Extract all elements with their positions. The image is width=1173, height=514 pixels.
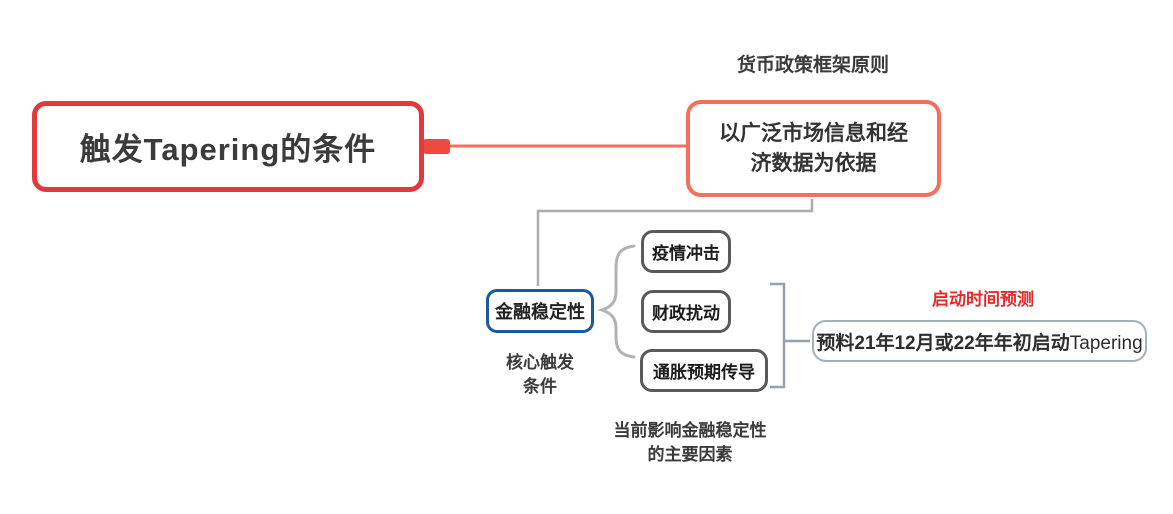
factor-label: 财政扰动 — [652, 304, 720, 323]
policy-node[interactable]: 以广泛市场信息和经 济数据为依据 — [686, 100, 941, 197]
timing-label-en: Tapering — [1069, 332, 1143, 354]
factor-label: 疫情冲击 — [652, 244, 720, 263]
timing-label-cn: 预料21年12月或22年年初启动 — [816, 332, 1070, 354]
factor-node-inflation[interactable]: 通胀预期传导 — [640, 349, 768, 392]
factors-note: 当前影响金融稳定性 的主要因素 — [570, 419, 810, 467]
square-bracket — [770, 282, 786, 389]
root-label: 触发Tapering的条件 — [79, 132, 377, 167]
stability-label: 金融稳定性 — [495, 302, 585, 322]
policy-label-line: 济数据为依据 — [750, 151, 877, 175]
timing-caption: 启动时间预测 — [932, 290, 1034, 309]
curly-brace — [597, 244, 636, 359]
policy-label-line: 以广泛市场信息和经 — [719, 121, 908, 145]
factor-node-pandemic[interactable]: 疫情冲击 — [641, 230, 731, 273]
timing-label: 预料21年12月或22年年初启动Tapering — [816, 328, 1142, 355]
stability-note: 核心触发 条件 — [470, 351, 610, 399]
factor-node-fiscal[interactable]: 财政扰动 — [641, 290, 731, 333]
root-node[interactable]: 触发Tapering的条件 — [32, 101, 424, 192]
policy-caption: 货币政策框架原则 — [736, 55, 889, 76]
root-connector-node — [423, 139, 450, 154]
timing-node[interactable]: 预料21年12月或22年年初启动Tapering — [812, 320, 1147, 362]
stability-node[interactable]: 金融稳定性 — [486, 289, 594, 333]
factor-label: 通胀预期传导 — [653, 363, 755, 382]
stability-note-line: 条件 — [523, 377, 557, 396]
stability-note-line: 核心触发 — [506, 353, 574, 372]
factors-note-line: 当前影响金融稳定性 — [613, 421, 767, 440]
factors-note-line: 的主要因素 — [647, 445, 733, 464]
